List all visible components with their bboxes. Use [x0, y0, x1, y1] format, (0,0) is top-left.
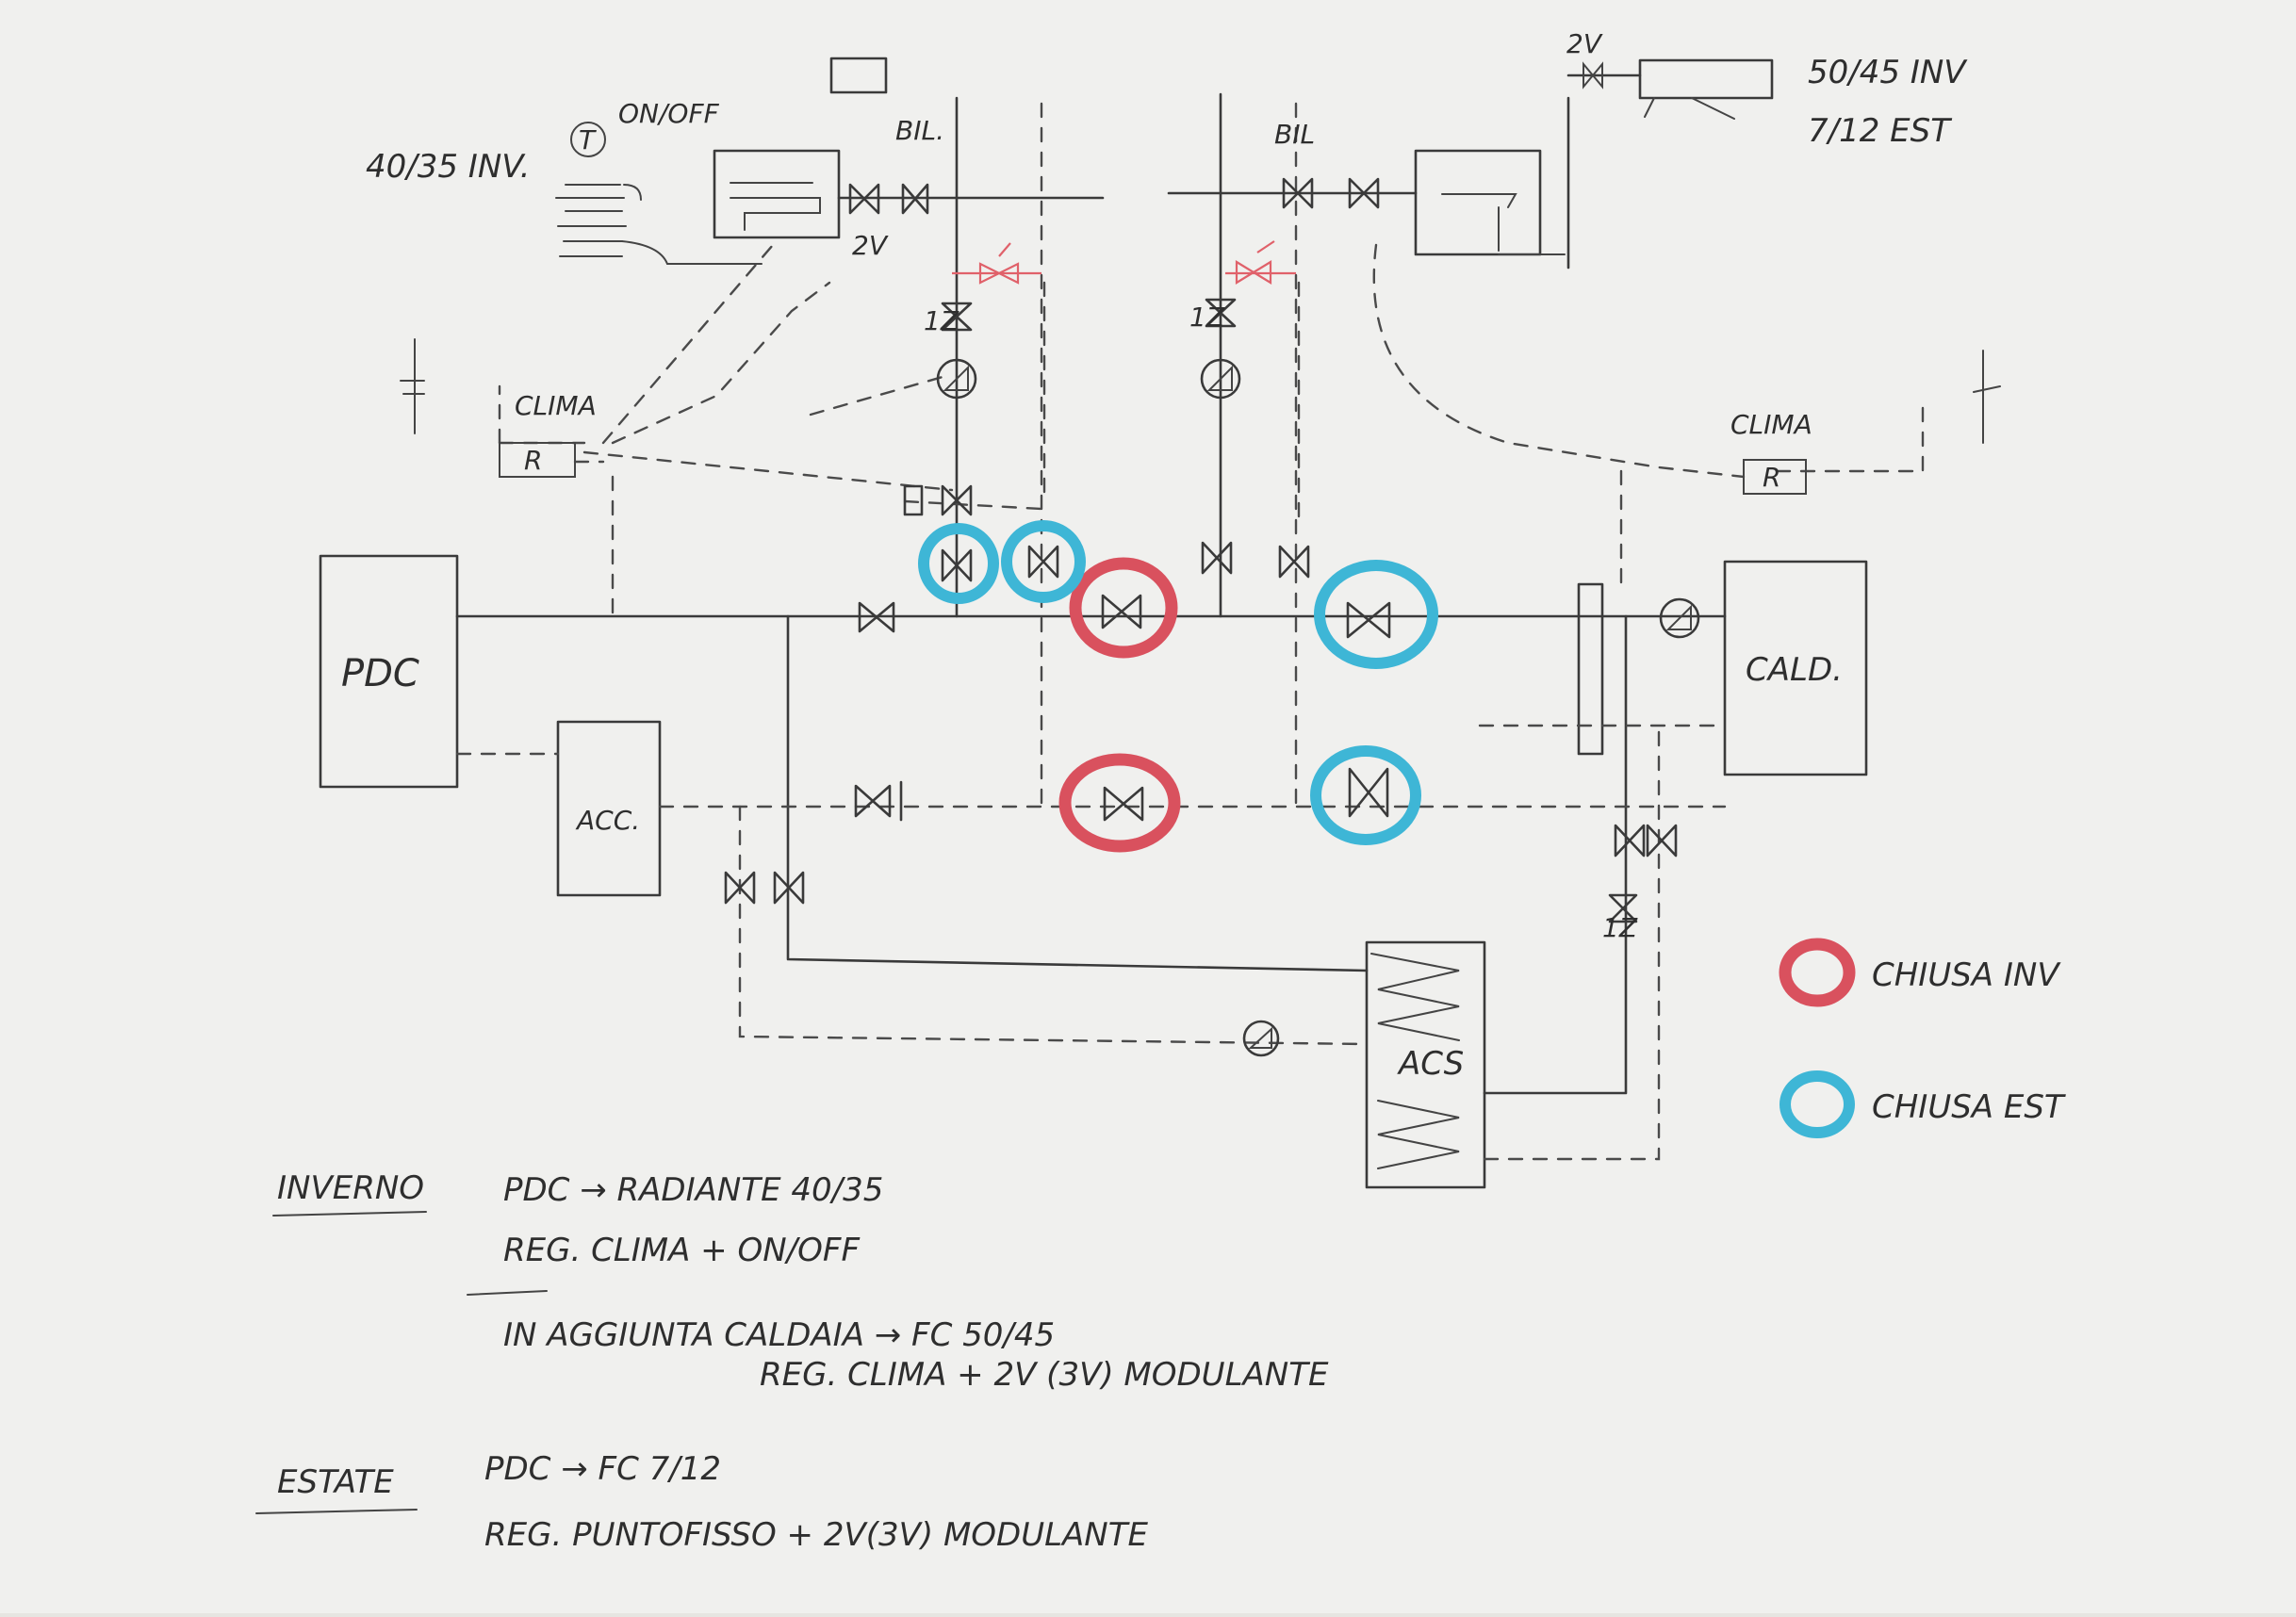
on-off-label: ON/OFF [618, 98, 720, 129]
circulator-pump-dhw [1242, 1020, 1280, 1057]
valve-main-right-blue [1314, 560, 1438, 669]
winter-line2-underline [467, 1290, 548, 1296]
acc-label: ACC. [575, 805, 640, 836]
winter-line1: PDC → RADIANTE 40/35 [503, 1171, 883, 1209]
radiant-floor-panel [555, 184, 763, 265]
fc-winter-label: 50/45 INV [1808, 54, 1968, 91]
valve-1z-right-label: 1Z [1189, 302, 1225, 333]
dhw-tank: ACS [1365, 940, 1486, 1189]
bil-right-label: BIL [1274, 119, 1315, 150]
summer-line2: REG. PUNTOFISSO + 2V(3V) MODULANTE [484, 1516, 1149, 1554]
thermostat-symbol: T [579, 124, 597, 155]
heat-exchanger-left [713, 149, 841, 239]
clima-left-label: CLIMA [515, 390, 597, 421]
valve-1z-right [1205, 298, 1237, 328]
valve-top-left-blue [918, 523, 999, 604]
boiler-unit: CALD. [1723, 560, 1868, 776]
calo-label: CALD. [1746, 651, 1843, 689]
circulator-pump-right [1200, 358, 1241, 400]
valve-1z-left-label: 1Z [924, 305, 959, 336]
circulator-pump-left [936, 358, 977, 400]
clima-right-label: CLIMA [1730, 409, 1812, 440]
clima-probe-right: R [1743, 459, 1807, 495]
valve-dashed-left [854, 780, 903, 822]
summer-line1: PDC → FC 7/12 [484, 1450, 721, 1488]
winter-extra2: REG. CLIMA + 2V (3V) MODULANTE [760, 1356, 1329, 1394]
valve-1z-bottom-label: 1Z [1602, 912, 1638, 943]
valve-1z-bottom [1608, 893, 1638, 923]
legend-blue-ring [1779, 1070, 1855, 1138]
winter-line2: REG. CLIMA + ON/OFF [503, 1232, 860, 1269]
summer-title-underline [255, 1509, 418, 1514]
red-bypass-right [1225, 240, 1296, 285]
pdc-unit: PDC [319, 554, 459, 789]
valve-2v-left-label: 2V [852, 230, 889, 261]
probe-left-label: R [524, 445, 542, 476]
heat-exchanger-right [1414, 149, 1566, 256]
solid-piping [455, 74, 1727, 1095]
valve-bil-left [848, 183, 929, 215]
valve-mid-pair [1201, 541, 1310, 579]
valve-boiler-pair [1614, 824, 1678, 858]
acs-label: ACS [1397, 1045, 1464, 1083]
valve-bil-right [1282, 177, 1380, 209]
valve-top-left2-blue [1001, 520, 1086, 603]
red-bypass-left [952, 242, 1041, 285]
radiant-temp-label: 40/35 INV. [366, 148, 530, 186]
valve-1z-left [941, 302, 973, 332]
legend-winter-closed: CHIUSA INV [1872, 956, 2061, 994]
valve-main-center-red [1069, 557, 1178, 659]
probe-right-label: R [1763, 462, 1780, 493]
dhw-coil-top [1370, 953, 1460, 1041]
thermostat: T [570, 122, 606, 157]
outdoor-sensor-right [1973, 350, 2001, 444]
circulator-pump-boiler [1659, 597, 1700, 639]
notes-block: INVERNO PDC → RADIANTE 40/35 REG. CLIMA … [255, 1169, 1329, 1554]
legend: CHIUSA INV CHIUSA EST [1779, 938, 2066, 1138]
clima-probe-left: R [499, 442, 576, 478]
valve-dashed-right-blue [1310, 745, 1421, 845]
pdc-label: PDC [341, 652, 419, 695]
fc-summer-label: 7/12 EST [1808, 112, 1952, 150]
valve-acc-pair [724, 871, 805, 905]
fan-coil-unit [1638, 58, 1774, 120]
bil-left-label: BIL. [895, 115, 944, 146]
summer-title: ESTATE [277, 1463, 394, 1501]
dhw-coil-bottom [1377, 1100, 1460, 1169]
valve-main-left [858, 601, 895, 633]
small-device-top [829, 57, 888, 94]
valve-mix-left [903, 484, 973, 516]
valve-dashed-center-red [1058, 753, 1181, 853]
winter-extra1: IN AGGIUNTA CALDAIA → FC 50/45 [503, 1316, 1055, 1354]
winter-title: INVERNO [277, 1169, 424, 1207]
outdoor-sensor-left [400, 338, 425, 434]
valve-2v-top-label: 2V [1566, 28, 1603, 59]
legend-red-ring [1779, 938, 1856, 1007]
legend-summer-closed: CHIUSA EST [1872, 1088, 2066, 1126]
accumulator-tank: ACC. [556, 720, 662, 897]
winter-title-underline [272, 1211, 427, 1217]
dashed-piping [455, 102, 1925, 1161]
valve-2v-top [1583, 61, 1603, 90]
